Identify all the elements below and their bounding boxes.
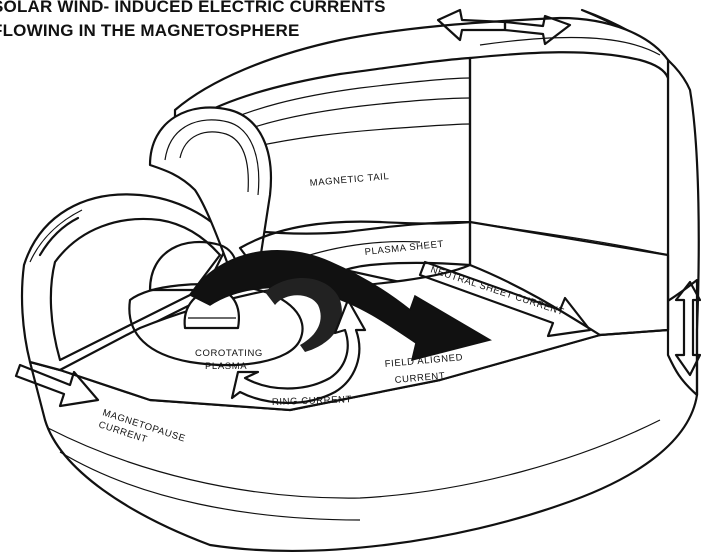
label-corotating: COROTATING [195,348,263,359]
title-line-2: FLOWING IN THE MAGNETOSPHERE [0,21,300,40]
label-plasma: PLASMA [205,361,247,372]
title-line-1: SOLAR WIND- INDUCED ELECTRIC CURRENTS [0,0,386,16]
